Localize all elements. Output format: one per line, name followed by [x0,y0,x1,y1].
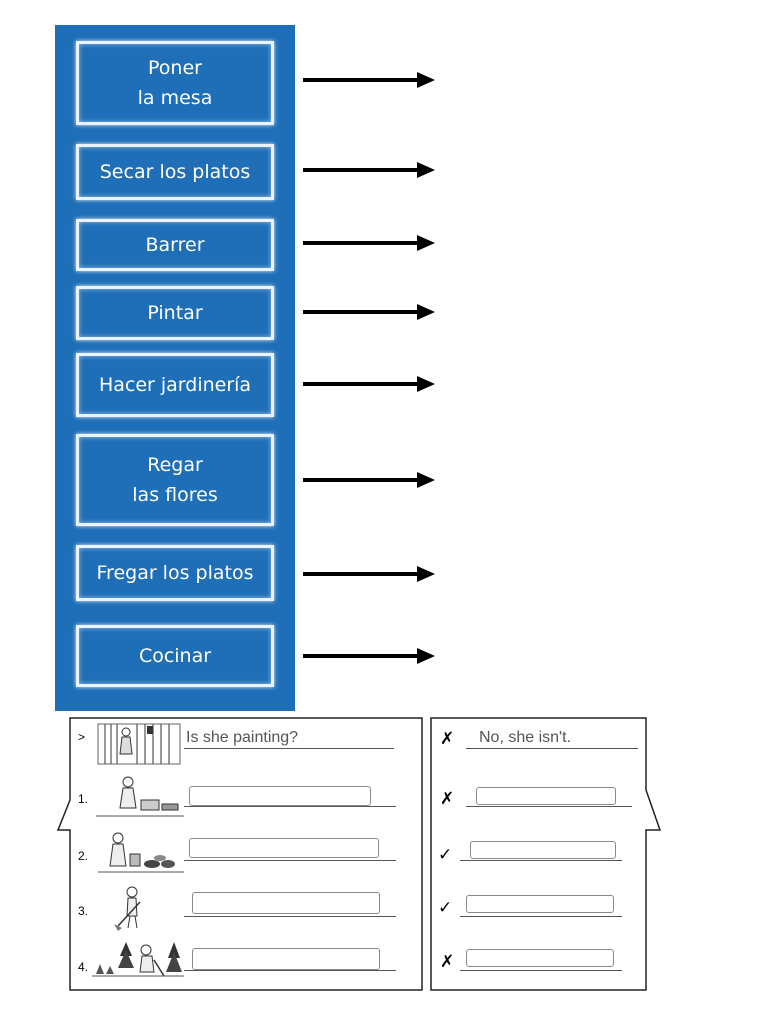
answer-rule [466,806,632,807]
arrow-right-icon [303,304,435,320]
question-rule [184,970,396,971]
chore-card-regar-las-flores[interactable]: Regar las flores [76,434,274,526]
chores-panel: Poner la mesa Secar los platos Barrer Pi… [55,25,295,711]
check-mark-icon: ✓ [438,898,453,918]
answer-rule [460,860,622,861]
chore-card-pintar[interactable]: Pintar [76,286,274,340]
question-input-1[interactable] [189,786,371,806]
question-input-3[interactable] [192,892,380,914]
answer-rule [460,970,622,971]
chore-card-fregar-los-platos[interactable]: Fregar los platos [76,545,274,601]
example-cross-mark-icon: ✗ [440,729,455,749]
chore-card-barrer[interactable]: Barrer [76,219,274,271]
question-input-2[interactable] [189,838,379,858]
chore-card-hacer-jardineria[interactable]: Hacer jardinería [76,353,274,417]
answer-rule [460,916,622,917]
girl-washing-dishes-illustration [98,832,184,873]
question-rule [184,806,396,807]
example-marker: > [78,730,86,744]
item-number: 1. [78,792,89,806]
question-rule [184,916,396,917]
arrow-right-icon [303,162,435,178]
answer-input-3[interactable] [466,895,614,913]
boy-gardening-illustration [92,942,184,977]
item-number: 4. [78,960,89,974]
answer-input-1[interactable] [476,787,616,805]
arrow-right-icon [303,566,435,582]
check-mark-icon: ✓ [438,845,453,865]
chore-card-secar-los-platos[interactable]: Secar los platos [76,144,274,200]
boy-sweeping-illustration [114,886,141,931]
example-answer: No, she isn't. [479,729,571,746]
question-input-4[interactable] [192,948,380,970]
answer-input-2[interactable] [470,841,616,859]
answer-input-4[interactable] [466,949,614,967]
example-question: Is she painting? [186,729,299,746]
arrow-right-icon [303,472,435,488]
example-answer-rule [466,748,638,749]
cross-mark-icon: ✗ [440,789,455,809]
girl-painting-fence-illustration [97,723,181,765]
item-number: 3. [78,904,89,918]
arrow-right-icon [303,235,435,251]
chore-card-cocinar[interactable]: Cocinar [76,625,274,687]
item-number: 2. [78,849,89,863]
question-rule [184,860,396,861]
cross-mark-icon: ✗ [440,952,455,972]
arrow-right-icon [303,72,435,88]
boy-cooking-illustration [96,776,184,817]
arrow-right-icon [303,376,435,392]
example-question-rule [184,748,394,749]
arrow-right-icon [303,648,435,664]
chore-card-poner-la-mesa[interactable]: Poner la mesa [76,41,274,125]
